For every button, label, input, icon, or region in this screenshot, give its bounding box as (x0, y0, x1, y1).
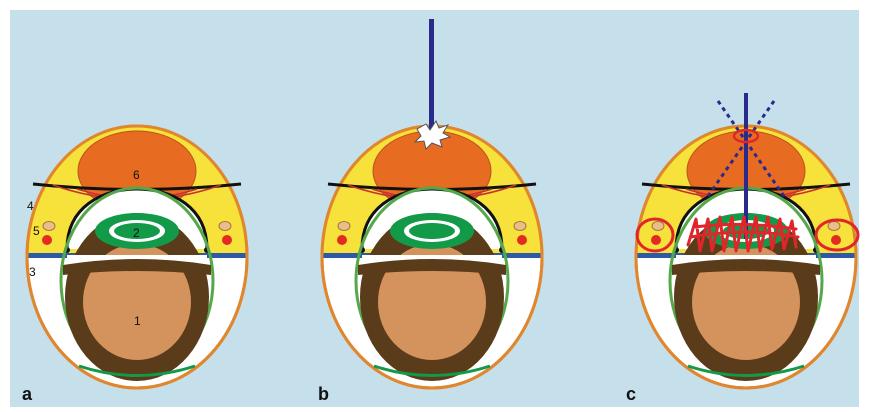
probe (429, 19, 434, 129)
label-5: 5 (33, 224, 40, 238)
label-6: 6 (133, 168, 140, 182)
label-2: 2 (133, 226, 140, 240)
panel-label-b: b (318, 384, 329, 404)
label-4: 4 (27, 199, 34, 213)
panel-label-c: c (626, 384, 636, 404)
label-3: 3 (29, 265, 36, 279)
label-1: 1 (134, 314, 141, 328)
panel-label-a: a (22, 384, 33, 404)
